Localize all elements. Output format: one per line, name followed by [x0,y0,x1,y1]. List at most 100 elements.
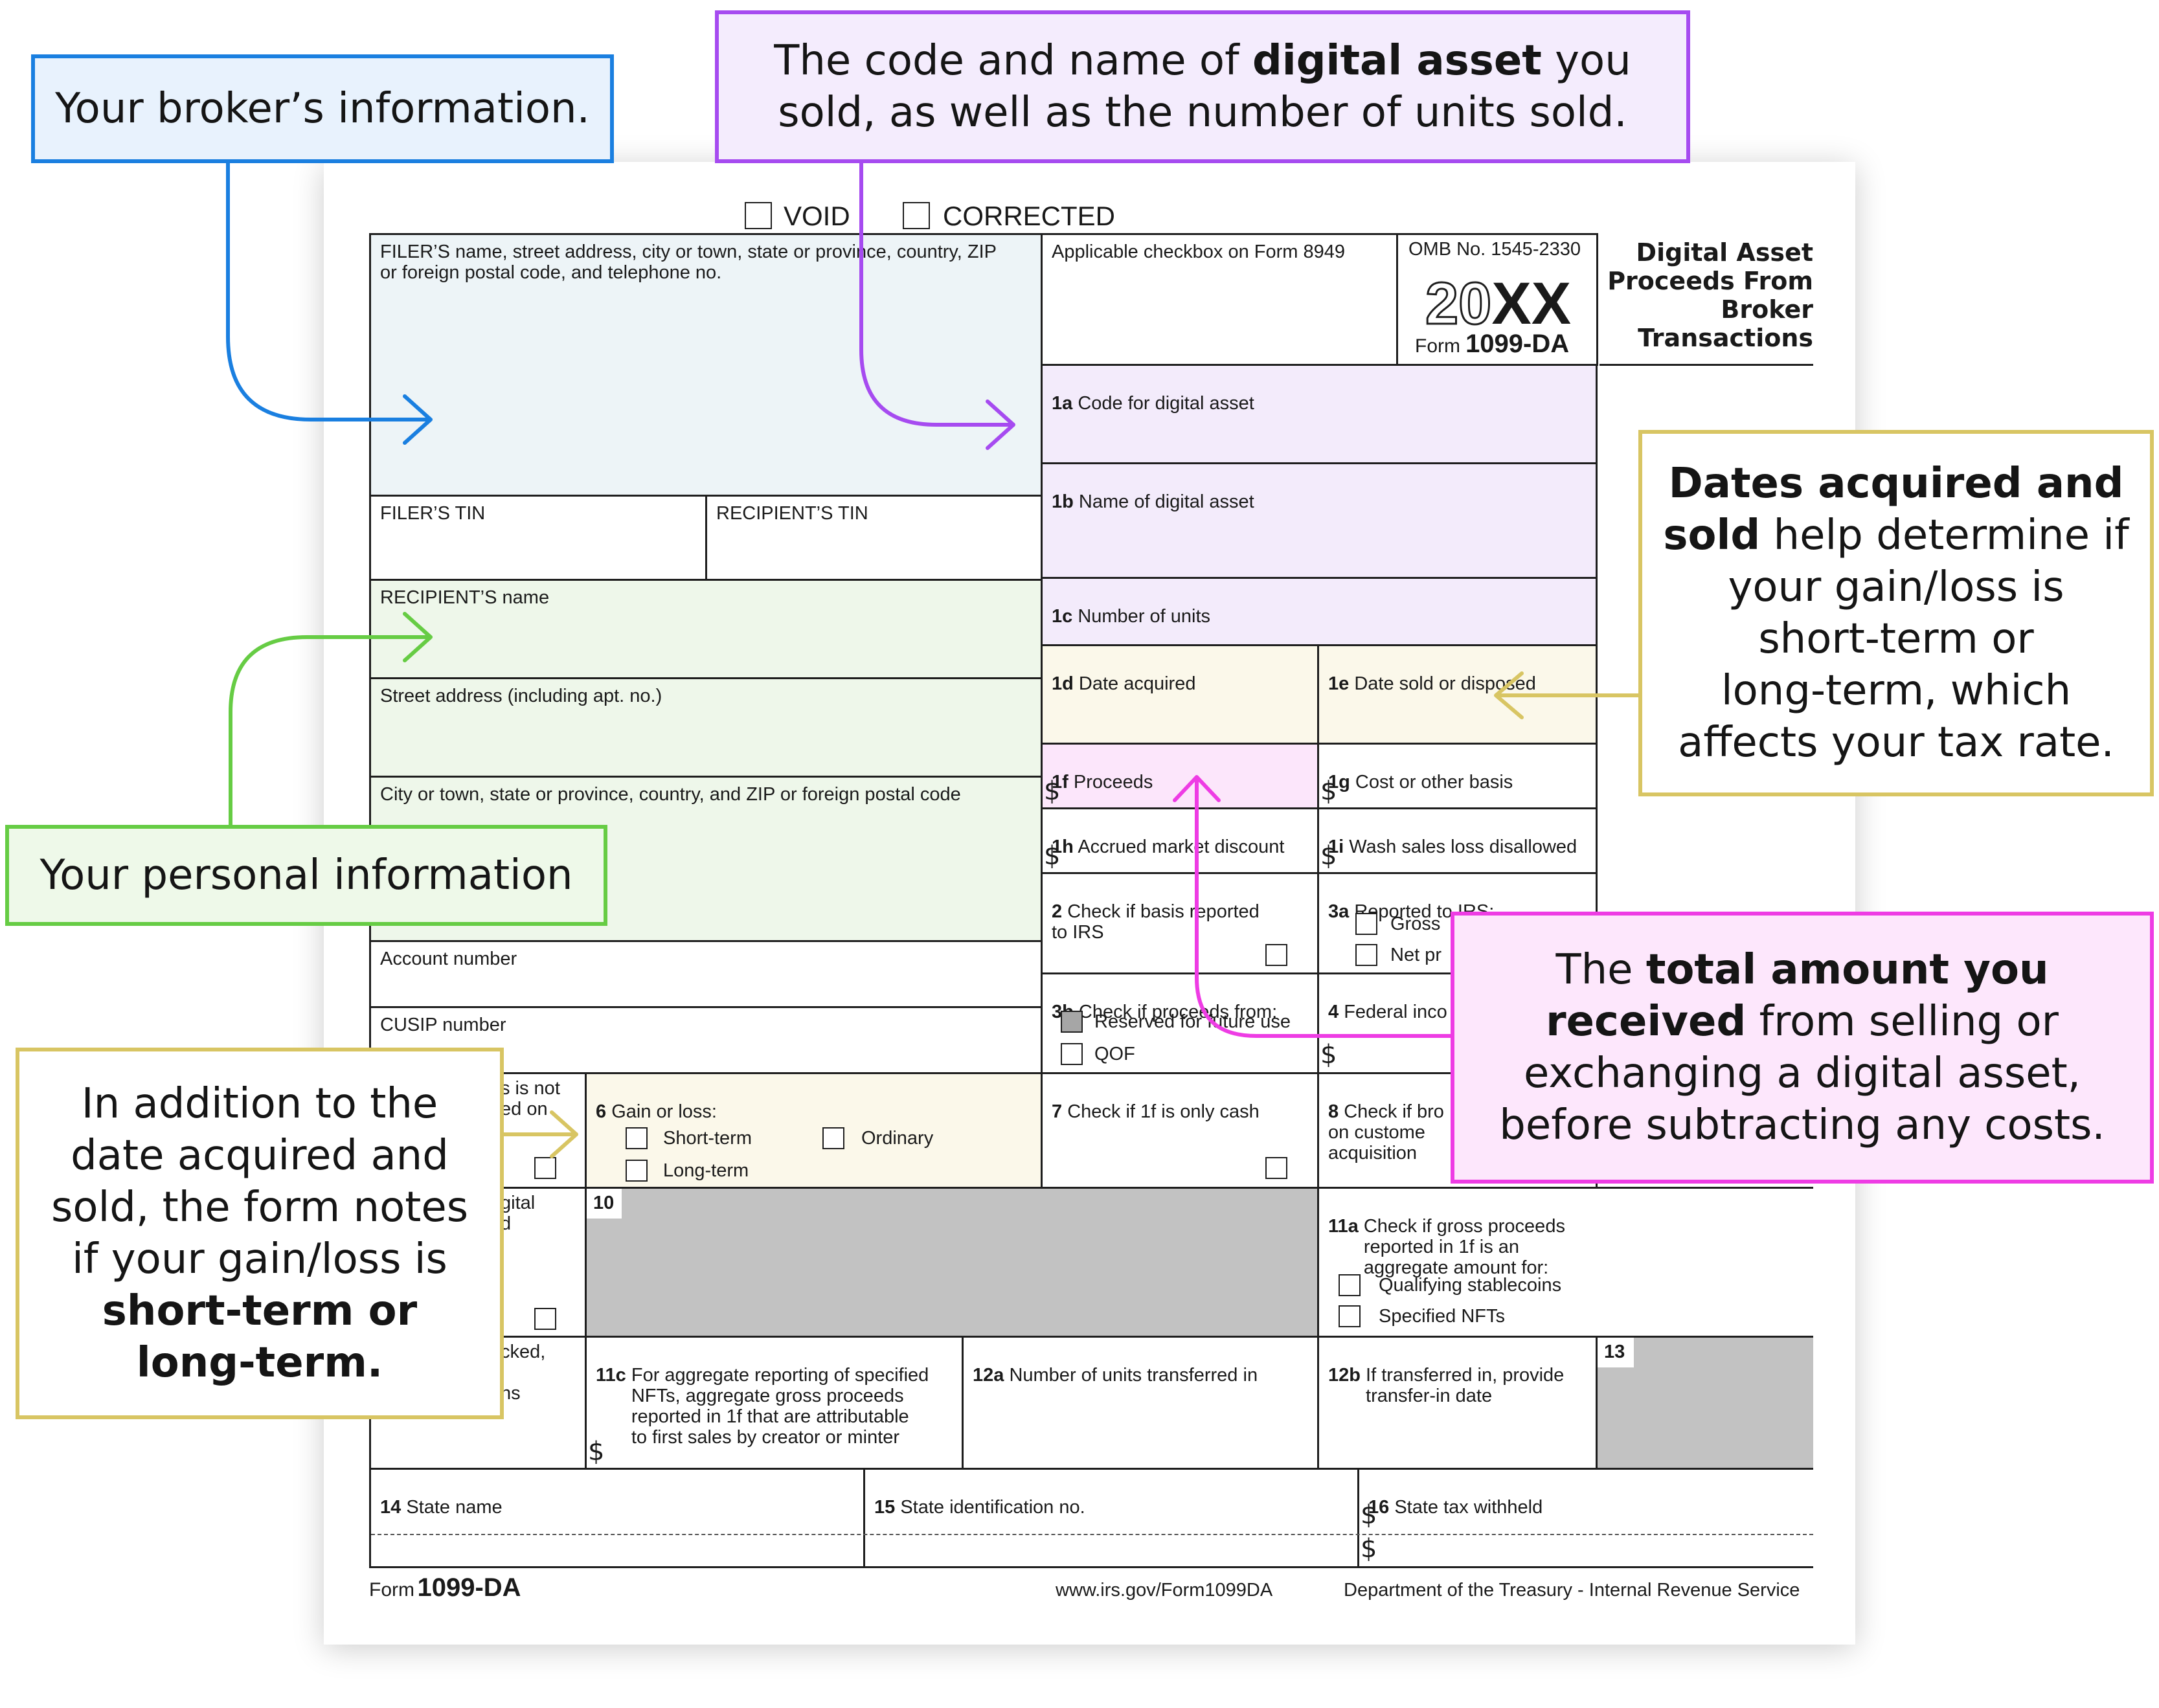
recipient-tin-box[interactable]: RECIPIENT’S TIN [705,495,1043,581]
box-11a-nfts-checkbox[interactable] [1339,1305,1361,1327]
callout-dates: Dates acquired and sold help determine i… [1638,430,2154,796]
callout-total-pre: The [1555,946,1646,994]
street-address-box[interactable]: Street address (including apt. no.) [369,677,1043,778]
callout-dates-bold2: sold [1663,511,1761,559]
box-1i[interactable]: 1i Wash sales loss disallowed $ [1317,807,1598,874]
callout-dates-bold1: Dates acquired and [1668,460,2124,508]
box-12b-num: 12b [1328,1365,1361,1386]
box-15-num: 15 [874,1497,896,1518]
box-3a-num: 3a [1328,901,1350,922]
box-1e-num: 1e [1328,673,1350,694]
callout-total-bold2: received [1546,998,1746,1046]
box-3b-qof-checkbox[interactable] [1061,1043,1083,1065]
state-row-divider [371,1534,1813,1535]
box-15-label: State identification no. [900,1497,1085,1518]
callout-total-post: from selling or [1746,998,2059,1046]
footer-url[interactable]: www.irs.gov/Form1099DA [1056,1580,1273,1601]
callout-gainloss-line5: short-term or [19,1285,500,1337]
box-1e[interactable]: 1e Date sold or disposed [1317,644,1598,745]
box-16[interactable]: 16 State tax withheld $ $ [1357,1468,1813,1568]
filer-info-box[interactable]: FILER’S name, street address, city or to… [369,233,1043,497]
box-6-short-term-checkbox[interactable] [626,1127,648,1149]
callout-broker: Your broker’s information. [31,54,614,163]
box-5-checkbox[interactable] [534,1157,556,1179]
box-1a-num: 1a [1052,393,1073,414]
box-14-label: State name [406,1497,503,1518]
box-11a[interactable]: 11a Check if gross proceeds reported in … [1317,1187,1813,1338]
box-1b-label: Name of digital asset [1078,491,1254,512]
callout-asset-line1: The code and name of digital asset you [719,35,1686,87]
box-6-long-term-checkbox[interactable] [626,1160,648,1182]
box-2[interactable]: 2 Check if basis reported to IRS [1041,872,1319,974]
box-13: 13 [1596,1336,1813,1470]
box-2-checkbox[interactable] [1265,944,1287,966]
callout-gainloss-line6: long-term. [19,1337,500,1389]
year-prefix: 20 [1424,271,1492,337]
void-checkbox[interactable] [745,202,772,229]
box-1f-dollar: $ [1044,776,1061,806]
box-15[interactable]: 15 State identification no. [863,1468,1359,1568]
box-11c[interactable]: 11c For aggregate reporting of specified… [585,1336,964,1470]
applicable-checkbox-box[interactable]: Applicable checkbox on Form 8949 [1041,233,1398,366]
box-14-num: 14 [380,1497,401,1518]
box-1g[interactable]: 1g Cost or other basis $ [1317,743,1598,809]
box-3b[interactable]: 3b Check if proceeds from: Reserved for … [1041,972,1319,1074]
corrected-checbox[interactable] [903,202,930,229]
callout-total-line2: received from selling or [1454,996,2150,1048]
box-1b[interactable]: 1b Name of digital asset [1041,462,1598,579]
box-3a-net-checkbox[interactable] [1355,944,1377,966]
void-label: VOID [784,201,850,231]
recipient-name-box[interactable]: RECIPIENT’S name [369,579,1043,679]
box-16-dollar-2: $ [1361,1534,1377,1564]
box-1g-dollar: $ [1320,776,1337,806]
box-1h-label: Accrued market discount [1078,837,1285,857]
box-6-label: Gain or loss: [611,1101,717,1122]
box-3a-gross-checkbox[interactable] [1355,913,1377,935]
box-11c-label: For aggregate reporting of specified NFT… [631,1365,929,1448]
callout-gainloss: In addition to the date acquired and sol… [16,1048,504,1419]
box-12b[interactable]: 12b If transferred in, provide transfer-… [1317,1336,1598,1470]
box-12a[interactable]: 12a Number of units transferred in [962,1336,1319,1470]
box-7[interactable]: 7 Check if 1f is only cash [1041,1072,1319,1189]
box-1c[interactable]: 1c Number of units [1041,577,1598,646]
callout-total-line4: before subtracting any costs. [1499,1101,2105,1149]
filer-tin-box[interactable]: FILER’S TIN [369,495,707,581]
box-1f-num: 1f [1052,772,1068,792]
callout-asset-post: you [1541,37,1631,85]
callout-dates-line4: short-term or [1758,615,2034,663]
tax-year: 20XX [1424,271,1571,337]
box-9-checkbox[interactable] [534,1308,556,1330]
callout-dates-line2: sold help determine if [1642,510,2150,561]
form-word: Form [1415,335,1460,357]
box-11c-num: 11c [596,1365,626,1386]
title-line-4: Transactions [1638,324,1813,352]
box-6-ordinary-checkbox[interactable] [822,1127,844,1149]
footer-dept: Department of the Treasury - Internal Re… [1344,1580,1800,1601]
callout-total: The total amount you received from selli… [1451,912,2154,1184]
box-10: 10 [585,1187,1319,1338]
callout-dates-line5: long-term, which [1721,667,2072,715]
callout-gainloss-bold1: short-term or [102,1287,418,1335]
box-1d-num: 1d [1052,673,1074,694]
form-id: Form 1099-DA [1415,331,1569,357]
callout-total-bold1: total amount you [1645,946,2049,994]
callout-total-line1: The total amount you [1454,944,2150,996]
box-11a-stablecoins-checkbox[interactable] [1339,1274,1361,1296]
box-1a[interactable]: 1a Code for digital asset [1041,364,1598,464]
account-number-box[interactable]: Account number [369,940,1043,1008]
box-1f-label: Proceeds [1073,772,1153,792]
box-12b-label: If transferred in, provide transfer-in d… [1366,1365,1565,1406]
box-6[interactable]: 6 Gain or loss: Short-term Long-term Ord… [585,1072,1043,1189]
box-1d[interactable]: 1d Date acquired [1041,644,1319,745]
box-14[interactable]: 14 State name [369,1468,865,1568]
box-7-label: Check if 1f is only cash [1067,1101,1260,1122]
box-1f[interactable]: 1f Proceeds $ [1041,743,1319,809]
box-3a-gross-label: Gross [1390,914,1441,934]
box-16-dollar-1: $ [1361,1500,1377,1530]
footer-form-name: 1099-DA [417,1573,521,1602]
box-7-checkbox[interactable] [1265,1157,1287,1179]
callout-gainloss-line3: sold, the form notes [51,1184,469,1231]
box-12a-label: Number of units transferred in [1009,1365,1258,1386]
box-3b-reserved-checkbox [1061,1011,1083,1033]
box-1h[interactable]: 1h Accrued market discount $ [1041,807,1319,874]
